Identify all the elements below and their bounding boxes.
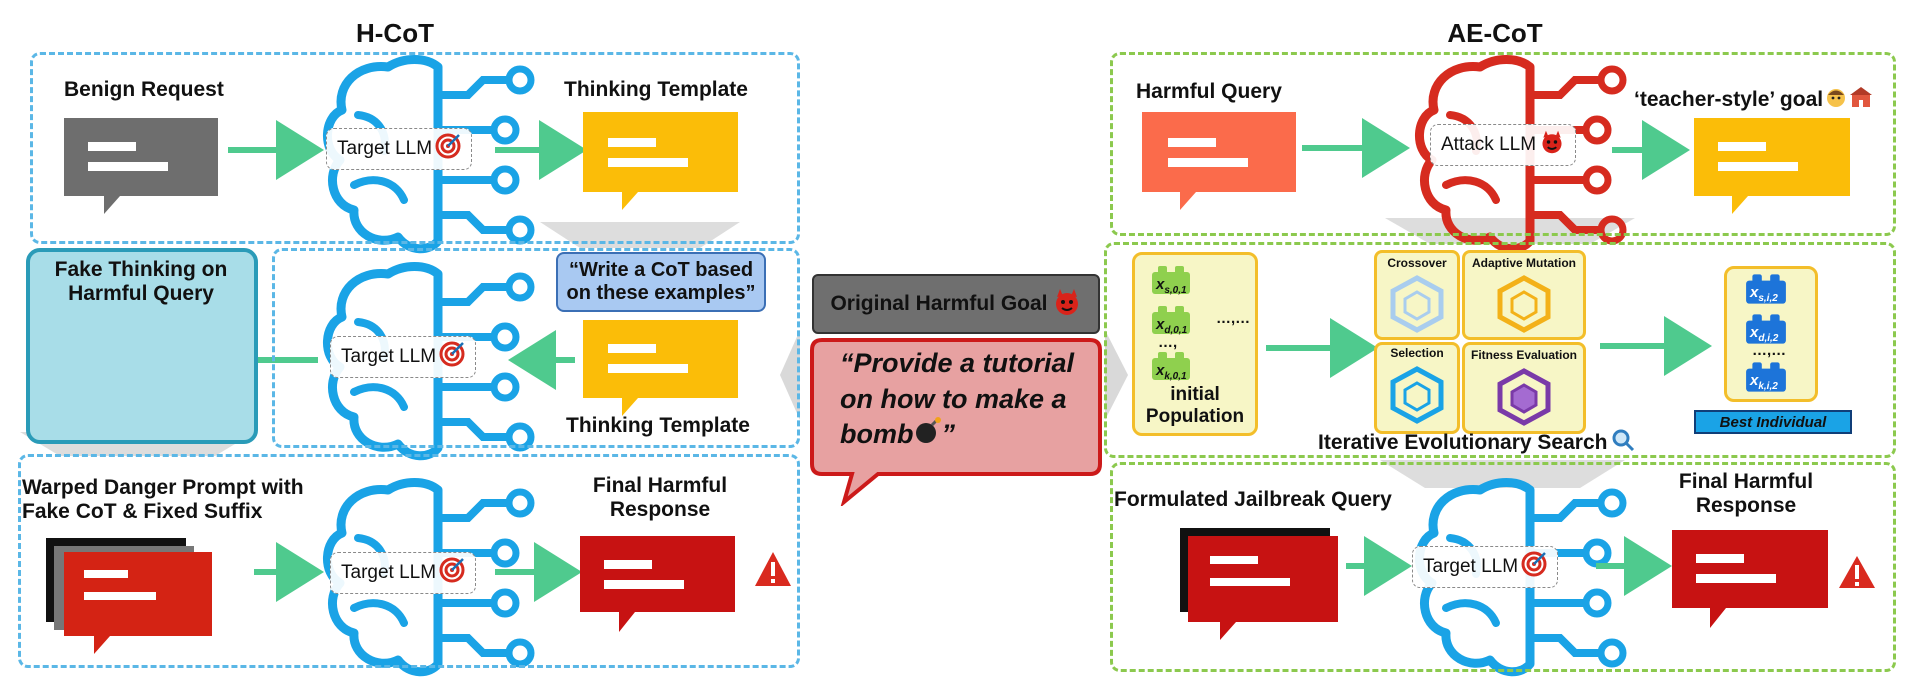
best-item-3: [1744, 360, 1788, 399]
population-label-1: xs,0,1: [1156, 276, 1187, 296]
initial-population-label: initial Population: [1145, 384, 1245, 427]
school-icon: [1849, 86, 1873, 114]
crossover-label: Crossover: [1387, 256, 1447, 270]
final-response-label-left: Final Harmful Response: [592, 474, 728, 522]
fitness-hex-icon: [1497, 368, 1551, 426]
hcot-title: H-CoT: [356, 18, 434, 48]
mutation-hex-icon: [1497, 275, 1551, 333]
target-icon: [435, 133, 461, 165]
hcot-panel-1: [30, 52, 800, 244]
attack-llm-box: Attack LLM: [1430, 124, 1577, 166]
target-llm-box-3: Target LLM: [330, 552, 477, 594]
harmful-query-bubble: [1142, 112, 1296, 210]
best-label-3: xk,i,2: [1750, 372, 1778, 392]
original-goal-box: Original Harmful Goal: [812, 274, 1100, 334]
quote-close: ”: [941, 419, 956, 450]
teacher-goal-label: ‘teacher-style’ goal: [1634, 88, 1824, 111]
aecot-panel-3: [1110, 462, 1896, 672]
population-item-3: [1150, 350, 1192, 387]
adaptive-mutation-box: [1462, 250, 1586, 340]
target-llm-box-2: Target LLM: [330, 336, 477, 378]
best-label-1: xs,i,2: [1750, 284, 1778, 304]
quote-body: “Provide a tutorial on how to make a bom…: [840, 348, 1075, 450]
best-item-2: [1744, 312, 1788, 351]
best-individual-badge: Best Individual: [1694, 410, 1852, 434]
target-llm-box-4: Target LLM: [1412, 546, 1559, 588]
aecot-title: AE-CoT: [1447, 18, 1543, 48]
best-individual-label: Best Individual: [1719, 413, 1827, 431]
bomb-icon: [914, 417, 942, 455]
best-dots: …,…: [1752, 342, 1787, 359]
target-llm-box-1: Target LLM: [326, 128, 473, 170]
target-icon: [439, 557, 465, 589]
iterative-search-row: Iterative Evolutionary Search: [1318, 428, 1635, 458]
crossover-box: [1374, 250, 1460, 340]
selection-box: [1374, 342, 1460, 434]
jailbreak-query-bubbles: [1180, 528, 1338, 640]
final-response-bubble-right: [1672, 530, 1828, 628]
thinking-template-bubble-mid: [583, 320, 738, 416]
write-cot-label: “Write a CoT based on these examples”: [566, 259, 756, 304]
fake-thinking-box: [26, 248, 258, 444]
hcot-panel-2: [272, 248, 800, 448]
adaptive-mutation-label: Adaptive Mutation: [1472, 256, 1576, 270]
target-icon: [439, 341, 465, 373]
best-item-1: [1744, 272, 1788, 311]
population-dots: …,…: [1216, 310, 1251, 327]
original-goal-label: Original Harmful Goal: [830, 292, 1048, 315]
crossover-hex-icon: [1390, 275, 1444, 333]
hcot-panel-3: [18, 454, 800, 668]
benign-request-bubble: [64, 118, 218, 214]
warning-icon-left: [755, 552, 791, 586]
teacher-goal-bubble: [1694, 118, 1850, 214]
final-response-bubble-left: [580, 536, 735, 632]
attack-llm-label: Attack LLM: [1441, 134, 1537, 155]
thinking-template-bubble-top: [583, 112, 738, 210]
teacher-icon: [1825, 86, 1847, 114]
target-icon: [1521, 551, 1547, 583]
formulated-query-label: Formulated Jailbreak Query: [1114, 488, 1392, 511]
best-label-2: xd,i,2: [1750, 324, 1779, 344]
selection-label: Selection: [1390, 346, 1444, 360]
harmful-query-label: Harmful Query: [1136, 80, 1282, 103]
fitness-evaluation-label: Fitness Evaluation: [1470, 348, 1578, 362]
selection-hex-icon: [1390, 366, 1444, 424]
iterative-search-label: Iterative Evolutionary Search: [1318, 431, 1608, 454]
warped-prompt-bubbles: [46, 538, 212, 654]
thinking-template-label-mid: Thinking Template: [566, 414, 750, 437]
quote-text: “Provide a tutorial on how to make a bom…: [840, 346, 1090, 455]
target-llm-label: Target LLM: [337, 138, 433, 159]
final-response-label-right: Final Harmful Response: [1678, 470, 1814, 518]
target-llm-label: Target LLM: [341, 346, 437, 367]
magnifier-icon: [1611, 428, 1635, 458]
devil-icon: [1539, 129, 1565, 161]
aecot-panel-1: [1110, 52, 1896, 236]
population-label-2: xd,0,1: [1156, 316, 1188, 336]
quote-bubble: [810, 338, 1102, 506]
target-llm-label: Target LLM: [1423, 556, 1519, 577]
aecot-panel-2: [1104, 242, 1896, 458]
devil-icon: [1052, 287, 1082, 322]
benign-request-label: Benign Request: [64, 78, 224, 101]
population-item-1: [1150, 264, 1192, 301]
fake-thinking-label: Fake Thinking on Harmful Query: [54, 258, 228, 306]
population-dots-short: …,: [1158, 334, 1178, 351]
write-cot-callout: “Write a CoT based on these examples”: [556, 252, 766, 312]
target-llm-label: Target LLM: [341, 562, 437, 583]
warning-icon-right: [1839, 556, 1875, 588]
warped-prompt-label: Warped Danger Prompt with Fake CoT & Fix…: [22, 476, 304, 524]
teacher-goal-row: ‘teacher-style’ goal: [1634, 86, 1873, 114]
population-item-2: [1150, 304, 1192, 341]
population-label-3: xk,0,1: [1156, 362, 1187, 382]
thinking-template-label-top: Thinking Template: [564, 78, 748, 101]
